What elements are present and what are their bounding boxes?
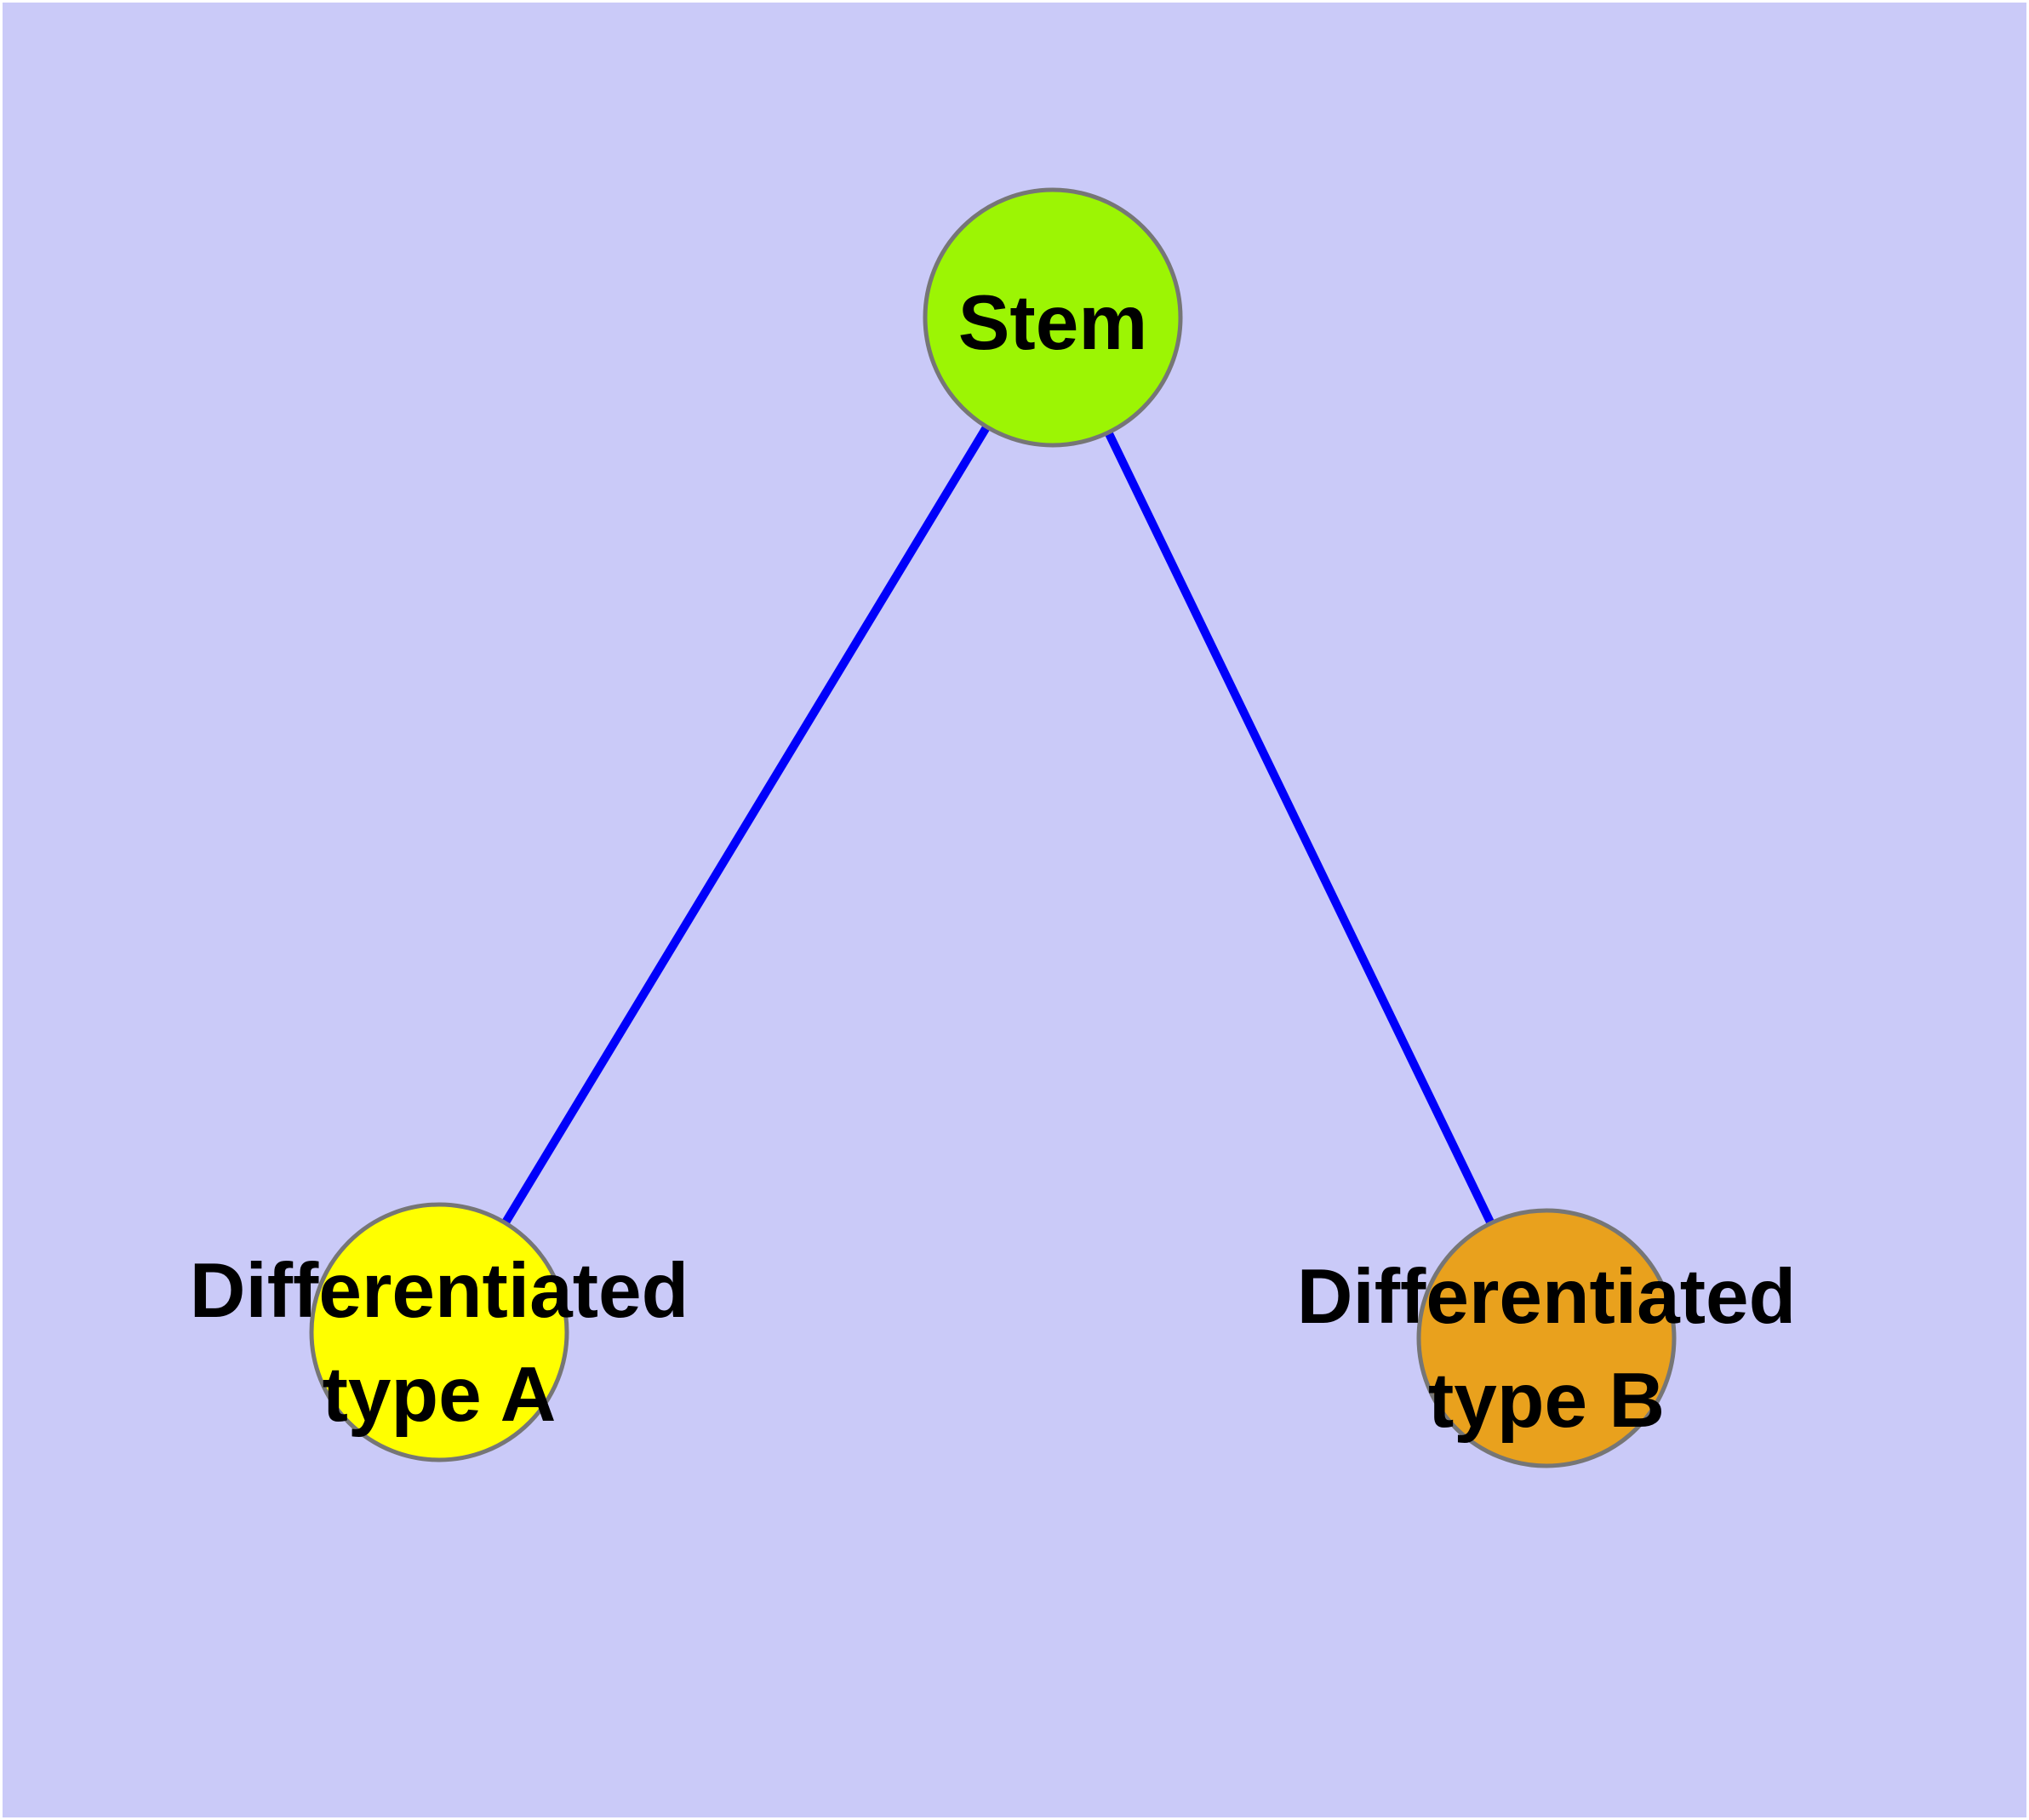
node-differentiated-type-b: Differentiated type B [1297,1208,1797,1468]
node-stem-label-line-1: Stem [958,280,1148,366]
node-differentiated-type-a-label: Differentiated type A [190,1248,689,1438]
node-differentiated-type-b-label-line-2: type B [1428,1358,1665,1444]
node-differentiated-type-a-circle [309,1202,569,1462]
node-differentiated-type-b-circle [1416,1208,1677,1468]
node-stem: Stem [923,187,1183,448]
node-differentiated-type-a-label-line-1: Differentiated [190,1248,689,1334]
node-differentiated-type-b-label: Differentiated type B [1297,1254,1797,1444]
node-stem-circle [923,187,1183,448]
node-stem-label: Stem [958,280,1148,366]
node-differentiated-type-a: Differentiated type A [190,1202,689,1462]
edge-stem-to-type-a [435,315,1057,1335]
node-differentiated-type-a-label-line-2: type A [323,1352,557,1438]
node-differentiated-type-b-label-line-1: Differentiated [1297,1254,1797,1340]
edge-stem-to-type-b [1049,315,1551,1341]
edge-layer [435,315,1551,1341]
